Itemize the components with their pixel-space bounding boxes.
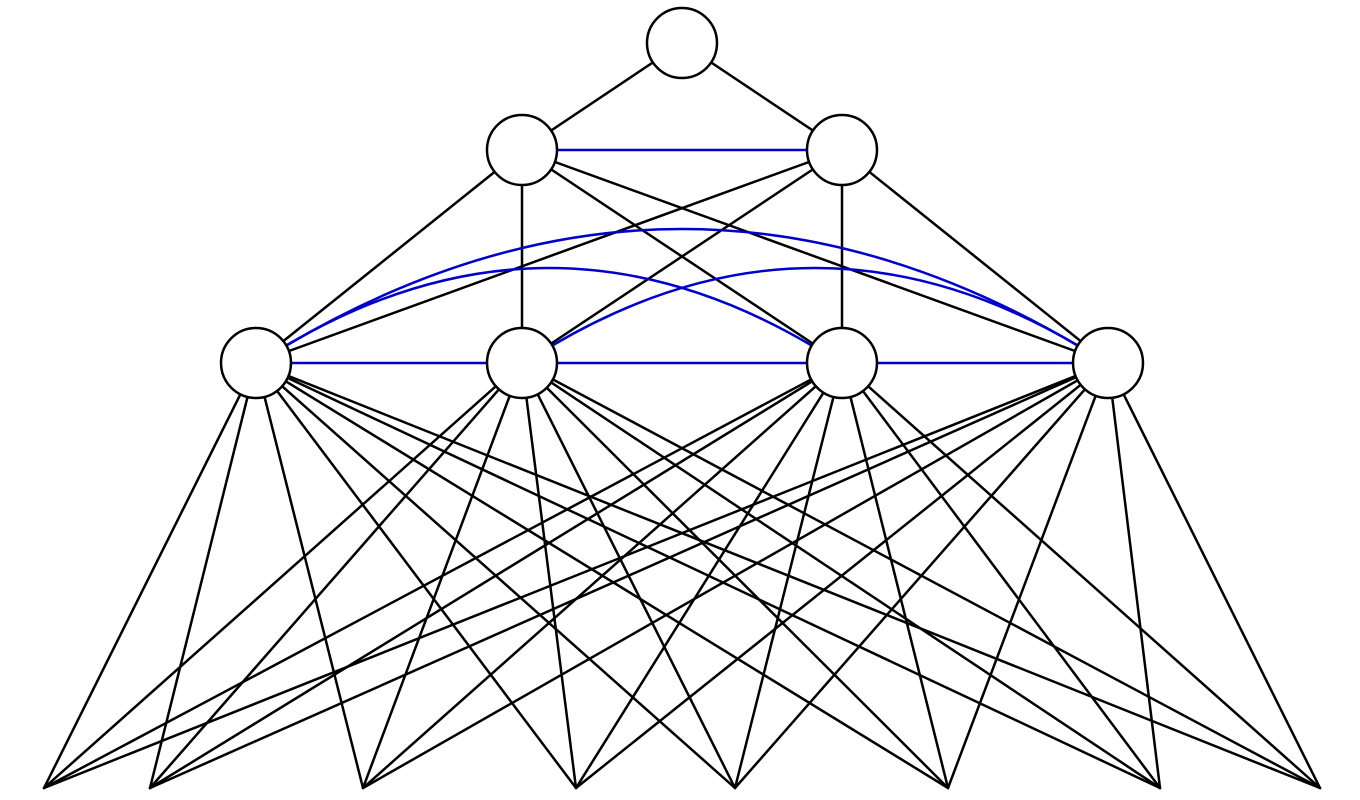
edge-c2-d4: [520, 361, 578, 790]
edge-c3-d6: [840, 361, 950, 790]
node-c2: [485, 326, 559, 400]
edge-c2-d1: [42, 361, 524, 790]
edge-c3-d8: [840, 361, 1322, 790]
edge-c4-d4: [574, 361, 1110, 790]
node-c4: [1071, 326, 1145, 400]
edge-c4-d6: [946, 361, 1110, 790]
edge-c1-d1: [42, 361, 258, 790]
edge-c4-d3: [361, 361, 1110, 790]
edge-c3-d4: [574, 361, 844, 790]
edge-c2-d2: [148, 361, 524, 790]
edge-c3-d5: [733, 361, 844, 790]
edge-b1-c1: [254, 148, 524, 365]
edge-b2-c4: [840, 148, 1110, 365]
cross-edge-c1-c3: [285, 266, 813, 347]
edge-c4-d2: [148, 361, 1110, 790]
edge-c3-d1: [42, 361, 844, 790]
edge-b2-c1: [254, 148, 844, 365]
edge-c3-d2: [148, 361, 844, 790]
edge-b1-c4: [520, 148, 1110, 365]
edge-c1-d3: [254, 361, 365, 790]
cross-edge-c2-c4: [551, 266, 1079, 347]
node-c1: [219, 326, 293, 400]
edge-c4-d8: [1106, 361, 1322, 790]
edge-c4-d5: [733, 361, 1110, 790]
blue-edges: [256, 148, 1108, 365]
node-b1: [485, 113, 559, 187]
nodes: [219, 6, 1145, 400]
edge-c4-d7: [1106, 361, 1162, 790]
edge-c3-d7: [840, 361, 1162, 790]
edge-b2-c2: [520, 148, 844, 365]
edge-c3-d3: [361, 361, 844, 790]
edge-c1-d4: [254, 361, 578, 790]
node-a: [645, 6, 719, 80]
node-c3: [805, 326, 879, 400]
black-edges: [42, 41, 1322, 790]
edge-c4-d1: [42, 361, 1110, 790]
edge-c1-d2: [148, 361, 258, 790]
node-b2: [805, 113, 879, 187]
cross-edge-c1-c4: [285, 227, 1079, 347]
